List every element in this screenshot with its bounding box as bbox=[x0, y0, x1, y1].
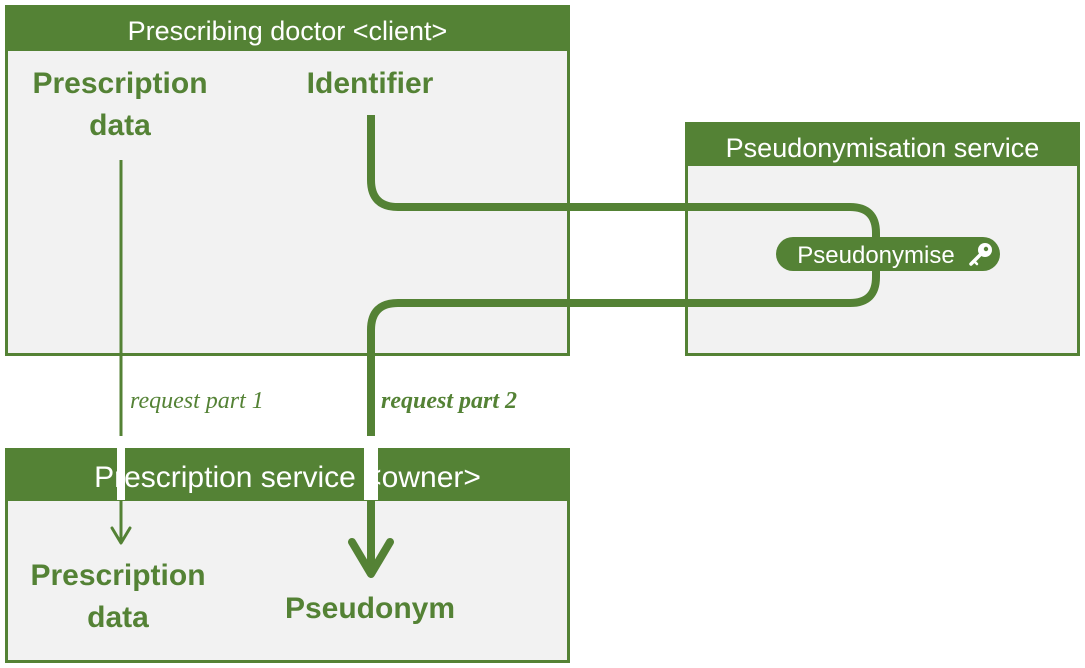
request-part-2-arrow bbox=[348, 115, 880, 578]
client-box: Prescribing doctor <client> bbox=[5, 5, 570, 356]
key-icon bbox=[969, 243, 992, 266]
arrow-2-header-gap bbox=[364, 436, 378, 500]
request-part-1-label: request part 1 bbox=[130, 388, 264, 414]
client-prescription-data-label: Prescription data bbox=[32, 67, 208, 142]
pseudonymisation-service-title: Pseudonymisation service bbox=[688, 125, 1077, 166]
client-box-title: Prescribing doctor <client> bbox=[8, 8, 567, 51]
owner-prescription-data-label: Prescription data bbox=[30, 559, 206, 634]
pseudonymise-label: Pseudonymise bbox=[797, 242, 954, 269]
request-part-2-label: request part 2 bbox=[381, 388, 518, 414]
arrow-1-header-gap bbox=[117, 436, 125, 500]
owner-box-title: Prescription service <owner> bbox=[8, 451, 567, 501]
pseudonymise-operation: Pseudonymise bbox=[776, 237, 1000, 271]
client-identifier-label: Identifier bbox=[306, 67, 434, 100]
owner-box: Prescription service <owner> bbox=[5, 448, 570, 663]
owner-pseudonym-label: Pseudonym bbox=[284, 592, 456, 625]
